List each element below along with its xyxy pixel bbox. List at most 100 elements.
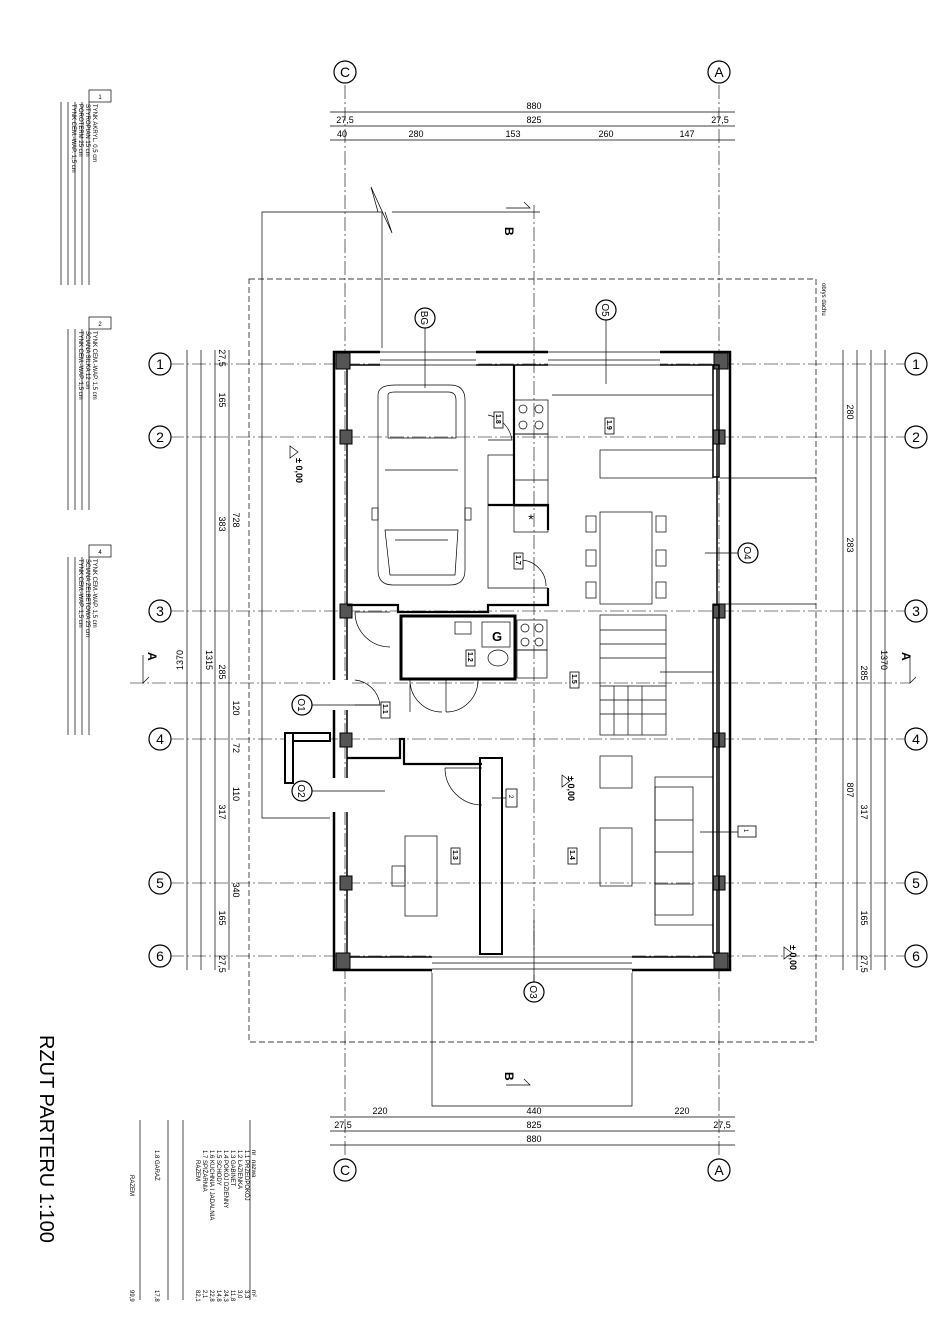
room-tag-1-4: 1.4 bbox=[568, 850, 575, 860]
room-tag-1-3: 1.3 bbox=[451, 850, 458, 860]
svg-text:280: 280 bbox=[408, 129, 423, 139]
grid-bubble-4-right bbox=[904, 727, 928, 751]
grid-bubbles: C A C A 1 2 3 4 5 6 1 2 3 4 5 6 bbox=[148, 60, 928, 1182]
legend-box-1: 1 TYNK AKRYL. 0,5 cm STYROPIAN 15 cm POR… bbox=[60, 89, 112, 285]
grid-bubble-6-left bbox=[148, 944, 172, 968]
svg-text:825: 825 bbox=[526, 1120, 541, 1130]
svg-text:82,1: 82,1 bbox=[194, 1290, 200, 1302]
level-markers: ± 0,00 ± 0,00 ± 0,00 bbox=[289, 445, 798, 970]
grid-bubble-A-top bbox=[707, 60, 731, 84]
grid-bubble-4-left bbox=[148, 727, 172, 751]
wall-tag-1: 1 bbox=[742, 829, 748, 833]
grid-bubble-C-bottom bbox=[333, 1158, 357, 1182]
svg-text:C: C bbox=[340, 1162, 350, 1178]
svg-text:5: 5 bbox=[912, 875, 920, 891]
svg-text:220: 220 bbox=[372, 1106, 387, 1116]
legend-box-1-line-1: TYNK AKRYL. 0,5 cm bbox=[91, 104, 97, 162]
svg-text:317: 317 bbox=[859, 804, 869, 819]
svg-text:165: 165 bbox=[859, 910, 869, 925]
svg-text:GABINET: GABINET bbox=[229, 1160, 235, 1187]
legend-box-1-line-2: STYROPIAN 15 cm bbox=[84, 104, 90, 157]
room-tag-1-8: 1.8 bbox=[494, 414, 501, 424]
wall-tag-2: 2 bbox=[507, 795, 513, 799]
svg-text:14,8: 14,8 bbox=[215, 1290, 221, 1302]
right-dimensions: 1370 280 283 285 807 317 165 27,5 bbox=[842, 350, 889, 973]
legend-box-2: 2 TYNK CEM.-WAP. 1,5 cm ŚCIANA SILKA 12 … bbox=[67, 316, 112, 510]
svg-text:24,3: 24,3 bbox=[222, 1290, 228, 1302]
svg-text:17,8: 17,8 bbox=[153, 1290, 159, 1302]
svg-text:280: 280 bbox=[845, 404, 855, 419]
svg-text:807: 807 bbox=[845, 782, 855, 797]
svg-text:POKÓJ DZIENNY: POKÓJ DZIENNY bbox=[222, 1160, 229, 1208]
svg-text:220: 220 bbox=[674, 1106, 689, 1116]
svg-text:165: 165 bbox=[217, 910, 227, 925]
fridge-icon bbox=[513, 505, 549, 533]
grid-bubble-C-top bbox=[333, 60, 357, 84]
svg-text:27,5: 27,5 bbox=[859, 955, 869, 973]
svg-text:165: 165 bbox=[217, 392, 227, 407]
room-tag-1-5: 1.5 bbox=[570, 674, 577, 684]
svg-text:1: 1 bbox=[156, 356, 164, 372]
svg-text:GARAŻ: GARAŻ bbox=[153, 1160, 160, 1181]
level-marker-garage: ± 0,00 bbox=[294, 458, 304, 483]
table-row: 1.1 PRZEDPOKÓJ 3,3 bbox=[243, 1150, 250, 1299]
tag-o1: O1 bbox=[295, 698, 306, 712]
svg-text:880: 880 bbox=[526, 1134, 541, 1144]
svg-text:153: 153 bbox=[505, 129, 520, 139]
table-row: 1.6 KUCHNIA I JADALNIA 22,8 bbox=[208, 1150, 214, 1302]
grid-bubble-2-left bbox=[148, 425, 172, 449]
legend-box-2-line-2: ŚCIANA SILKA 12 cm bbox=[84, 331, 92, 389]
room-tag-1-2: 1.2 bbox=[466, 652, 473, 662]
svg-text:283: 283 bbox=[845, 537, 855, 552]
legend-box-4-line-3: TYNK CEM.-WAP. 1,5 cm bbox=[77, 559, 83, 628]
table-row: RAZEM 82,1 bbox=[194, 1160, 200, 1302]
dining-table-icon bbox=[599, 511, 653, 605]
toilet-icon bbox=[487, 649, 509, 667]
legend-box-2-line-3: TYNK CEM.-WAP. 1,5 cm bbox=[77, 331, 83, 400]
svg-text:1.8: 1.8 bbox=[153, 1150, 159, 1159]
grid-bubble-5-right bbox=[904, 871, 928, 895]
interior-walls bbox=[284, 364, 720, 955]
staircase-icon bbox=[599, 614, 713, 736]
svg-text:A: A bbox=[714, 1162, 724, 1178]
section-markers: B B A A bbox=[142, 201, 917, 1086]
svg-text:1.2: 1.2 bbox=[236, 1150, 242, 1159]
doors bbox=[354, 414, 547, 806]
legend-box-1-line-3: POROTERM 25 cm bbox=[77, 104, 83, 157]
hob-icon bbox=[513, 399, 549, 435]
table-row: 1.2 ŁAZIENKA 3,0 bbox=[236, 1150, 242, 1299]
svg-text:KUCHNIA I JADALNIA: KUCHNIA I JADALNIA bbox=[208, 1160, 214, 1220]
legend-box-4-line-2: ŚCIANA ZELBETOWA 25 cm bbox=[84, 559, 92, 637]
section-marker-B-top: B bbox=[502, 227, 516, 236]
svg-text:1.4: 1.4 bbox=[222, 1150, 228, 1159]
svg-text:880: 880 bbox=[526, 101, 541, 111]
svg-text:2: 2 bbox=[912, 429, 920, 445]
svg-text:RAZEM: RAZEM bbox=[194, 1160, 200, 1181]
svg-text:27,5: 27,5 bbox=[217, 955, 227, 973]
table-row: 1.7 SPIŻARNIA 2,1 bbox=[201, 1150, 208, 1299]
grid-bubble-3-left bbox=[148, 599, 172, 623]
svg-text:27,5: 27,5 bbox=[711, 115, 729, 125]
opening-tags: BG O5 O4 O1 O2 O3 bbox=[291, 299, 759, 1003]
svg-text:340: 340 bbox=[231, 882, 241, 897]
svg-text:SCHODY: SCHODY bbox=[215, 1160, 221, 1186]
svg-text:3: 3 bbox=[912, 603, 920, 619]
svg-text:11,8: 11,8 bbox=[229, 1290, 235, 1302]
table-row-garage: 1.8 GARAŻ 17,8 bbox=[153, 1150, 160, 1302]
legend-box-1-number: 1 bbox=[98, 95, 102, 101]
svg-text:RAZEM: RAZEM bbox=[128, 1175, 134, 1196]
legend-box-2-line-1: TYNK CEM.-WAP. 1,5 cm bbox=[91, 331, 97, 400]
svg-text:1370: 1370 bbox=[175, 650, 185, 670]
fixtures: * G bbox=[371, 384, 714, 926]
room-table-header-area: m² bbox=[250, 1290, 256, 1297]
room-table-header-nr: nr bbox=[250, 1150, 256, 1155]
bottom-dimensions: 220 440 220 825 27,5 27,5 880 bbox=[330, 1106, 735, 1146]
level-marker-living: ± 0,00 bbox=[566, 776, 576, 801]
svg-text:27,5: 27,5 bbox=[334, 1120, 352, 1130]
tag-bg: BG bbox=[418, 311, 429, 326]
svg-text:1.1: 1.1 bbox=[243, 1150, 249, 1159]
legend-box-2-number: 2 bbox=[98, 322, 102, 328]
tag-o4: O4 bbox=[741, 546, 752, 560]
svg-text:1.7: 1.7 bbox=[201, 1150, 207, 1159]
desk-icon bbox=[404, 835, 438, 917]
